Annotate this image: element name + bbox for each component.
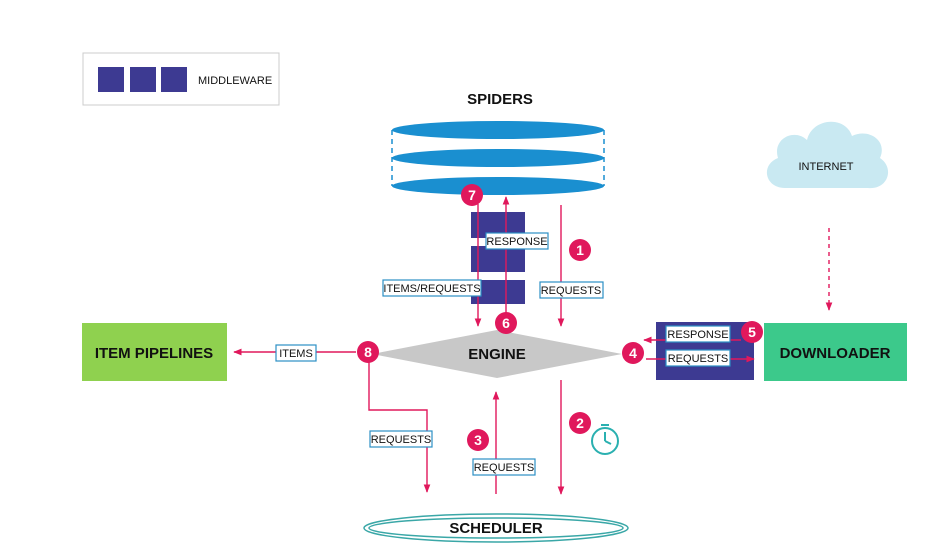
spider-disk [392,121,604,139]
scheduler-node: SCHEDULER [363,513,629,543]
label-response-downloader: RESPONSE [667,329,728,341]
spider-disk [392,177,604,195]
cloud-shape [766,121,889,189]
engine-node: ENGINE [372,330,622,378]
internet-node: INTERNET [766,121,889,189]
step-badges: 7 1 6 5 4 8 2 3 [357,184,763,451]
legend-label: MIDDLEWARE [198,75,272,87]
step-number: 5 [748,324,756,340]
label-requests-8: REQUESTS [371,434,432,446]
scheduler-label: SCHEDULER [449,520,543,537]
downloader-node: DOWNLOADER [764,323,907,381]
step-badge-1: 1 [569,239,591,261]
flow-arrows [233,196,833,495]
spider-disk [392,149,604,167]
edge-labels: RESPONSE ITEMS/REQUESTS REQUESTS RESPONS… [275,232,731,476]
step-badge-4: 4 [622,342,644,364]
step-number: 7 [468,187,476,203]
step-number: 3 [474,432,482,448]
downloader-label: DOWNLOADER [780,345,891,362]
label-requests-1: REQUESTS [541,285,602,297]
label-items-requests: ITEMS/REQUESTS [383,283,480,295]
item-pipelines-node: ITEM PIPELINES [82,323,227,381]
legend-middleware-swatch [161,67,187,92]
item-pipelines-label: ITEM PIPELINES [95,345,213,362]
step-badge-5: 5 [741,321,763,343]
spiders-node: SPIDERS [391,91,605,195]
step-badge-3: 3 [467,429,489,451]
internet-label: INTERNET [799,161,854,173]
middleware-legend: MIDDLEWARE [82,52,280,106]
label-response-spider: RESPONSE [486,236,547,248]
step-badge-2: 2 [569,412,591,434]
spiders-title: SPIDERS [467,91,533,108]
step-number: 6 [502,315,510,331]
step-badge-6: 6 [495,312,517,334]
step-badge-8: 8 [357,341,379,363]
engine-label: ENGINE [468,346,526,363]
timer-icon [591,424,619,455]
step-number: 8 [364,344,372,360]
legend-middleware-swatch [130,67,156,92]
label-requests-3: REQUESTS [474,462,535,474]
arrow-requests-8 [368,362,431,493]
step-number: 4 [629,345,637,361]
label-items: ITEMS [279,348,313,360]
label-requests-4: REQUESTS [668,353,729,365]
step-number: 1 [576,242,584,258]
legend-middleware-swatch [98,67,124,92]
step-badge-7: 7 [461,184,483,206]
step-number: 2 [576,415,584,431]
